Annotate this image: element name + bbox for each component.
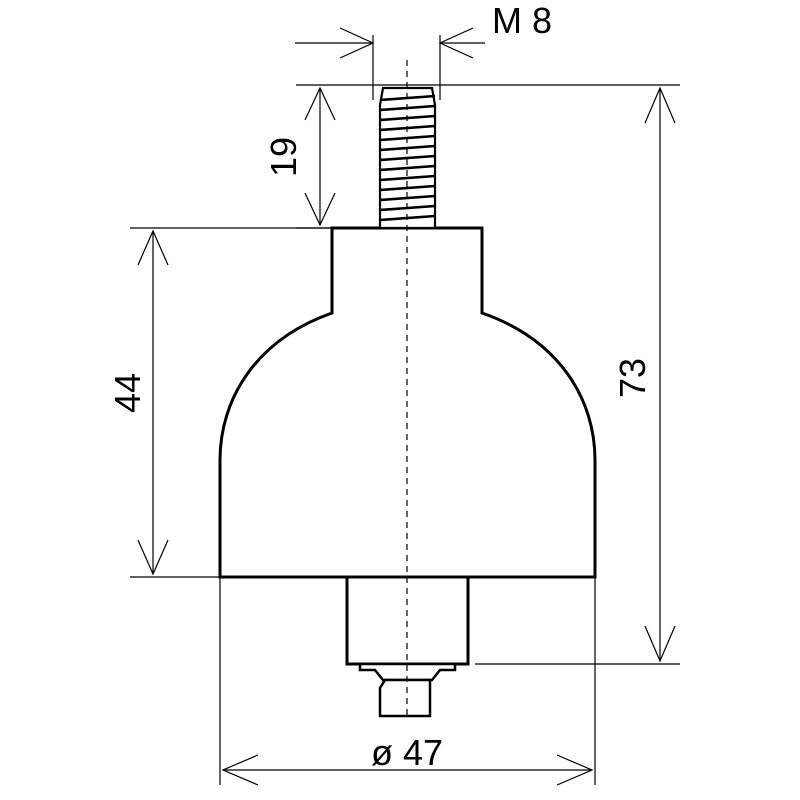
thread-lines xyxy=(379,94,436,222)
dim-thread-length xyxy=(304,86,336,227)
dim-thread-size xyxy=(295,27,485,59)
dim-body-height xyxy=(137,229,169,576)
label-thread-length: 19 xyxy=(263,137,304,177)
label-thread-size: M 8 xyxy=(492,0,552,41)
label-diameter: ø 47 xyxy=(371,732,443,773)
extension-lines xyxy=(130,35,680,785)
dim-total-height xyxy=(644,86,676,663)
label-total-height: 73 xyxy=(612,358,653,398)
dim-diameter xyxy=(221,754,594,786)
bottom-collar xyxy=(358,662,457,682)
label-body-height: 44 xyxy=(107,373,148,413)
bottom-tip xyxy=(378,678,432,718)
